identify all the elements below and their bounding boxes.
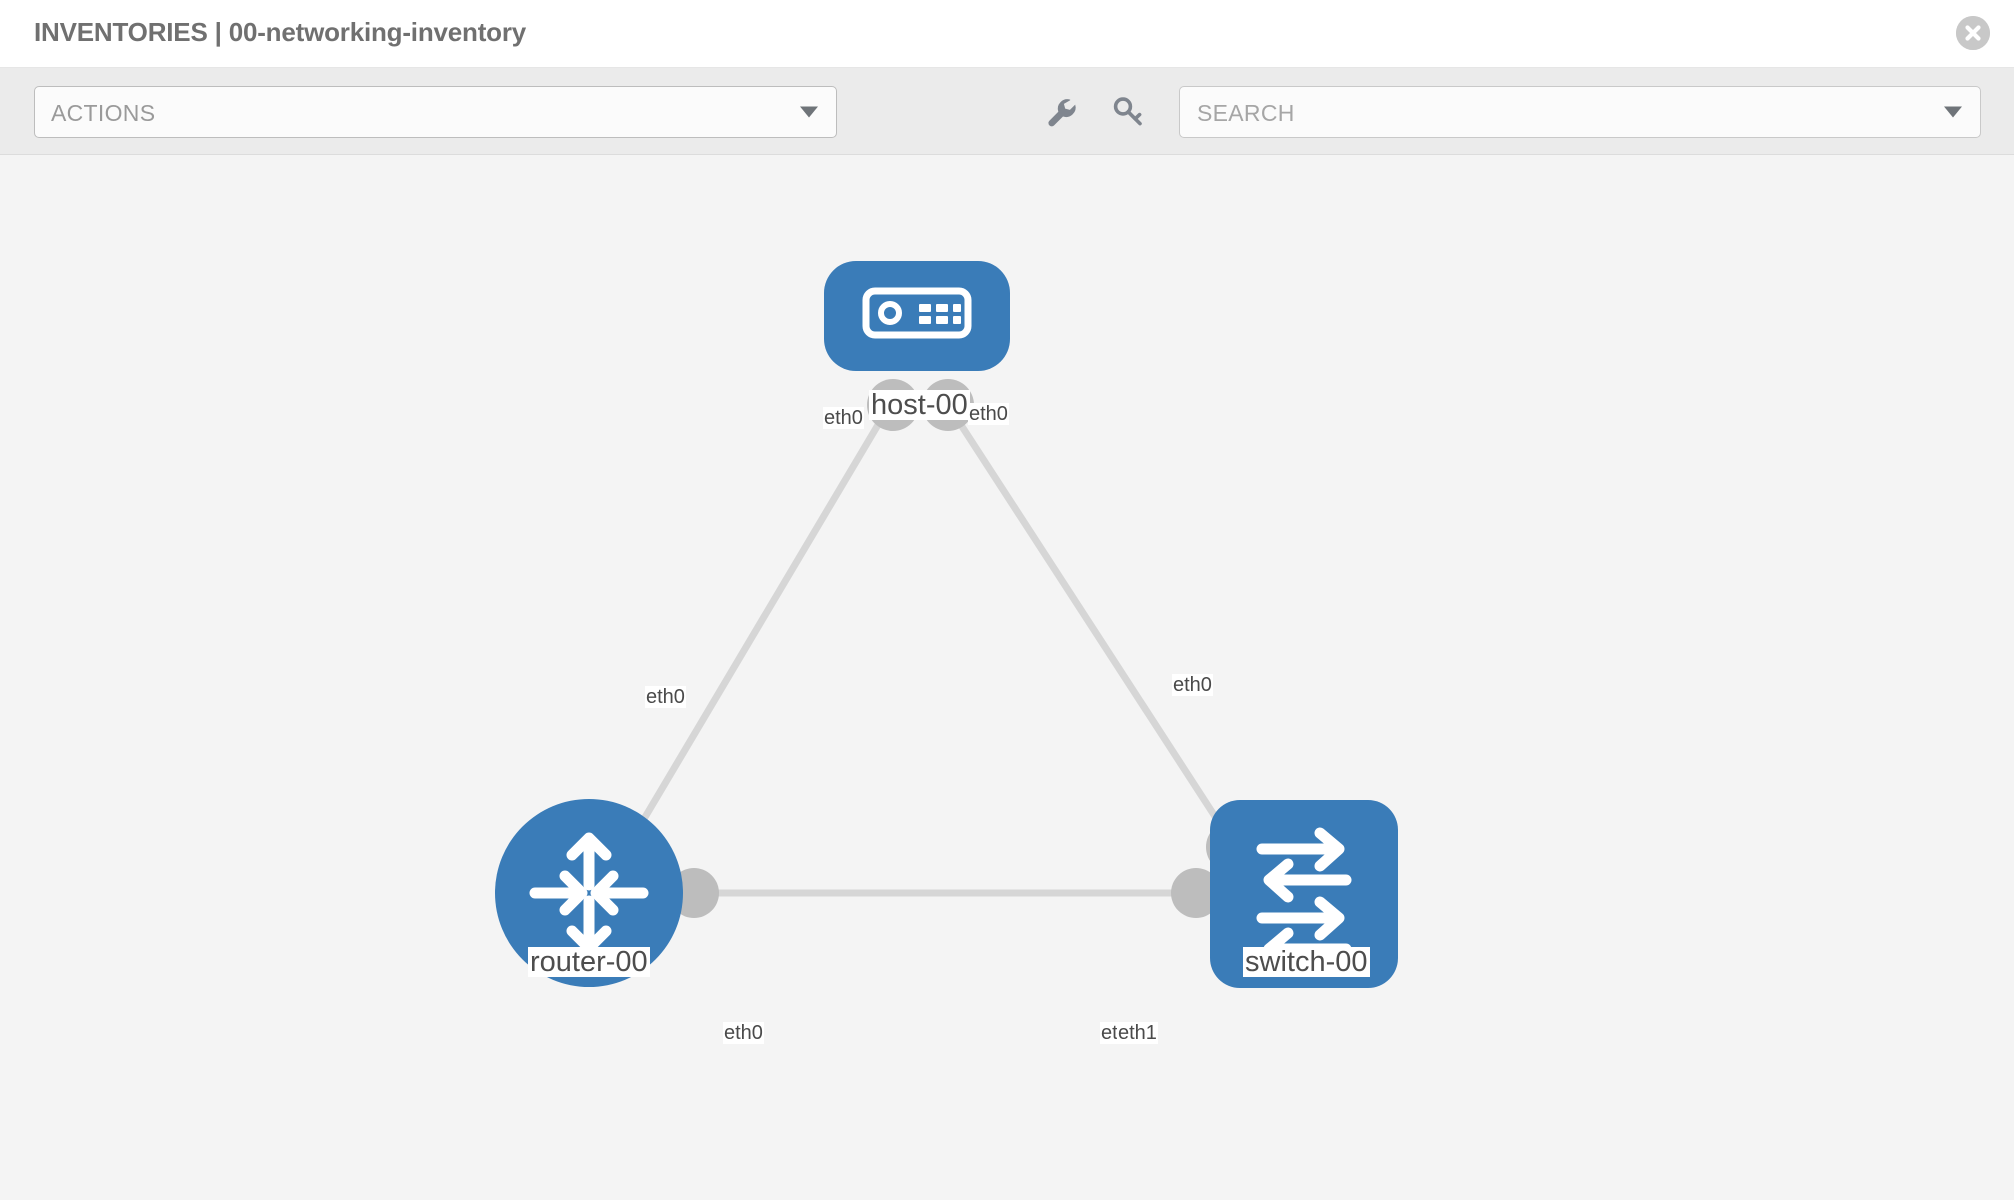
actions-dropdown[interactable]: ACTIONS	[34, 86, 837, 138]
interface-label-router-right: eth0	[723, 1022, 764, 1044]
close-button[interactable]	[1956, 16, 1990, 50]
interface-label-switch-left: eth1	[1117, 1022, 1158, 1044]
node-label-switch-00: switch-00	[1243, 946, 1370, 978]
search-placeholder: SEARCH	[1197, 100, 1295, 126]
topology-canvas[interactable]: host-00 router-00 switch-00 eth0 eth0 et…	[0, 155, 2014, 1200]
node-host-00[interactable]	[824, 261, 1010, 371]
node-label-router-00: router-00	[528, 946, 650, 978]
page-header: INVENTORIES | 00-networking-inventory	[0, 0, 2014, 68]
interface-label-switch-uplink: eth0	[1172, 674, 1213, 696]
topology-graph	[495, 261, 1398, 988]
node-label-host-00: host-00	[869, 389, 970, 421]
interface-label-host-left: eth0	[823, 407, 864, 429]
wrench-button[interactable]	[1040, 90, 1084, 134]
key-icon	[1113, 97, 1142, 126]
endpoint-switch-left[interactable]	[1171, 868, 1221, 918]
link-host-switch[interactable]	[947, 406, 1243, 857]
actions-dropdown-label: ACTIONS	[51, 100, 156, 126]
key-button[interactable]	[1106, 90, 1150, 134]
page-title: INVENTORIES | 00-networking-inventory	[34, 17, 527, 47]
wrench-icon	[1048, 99, 1076, 127]
toolbar: ACTIONS SEARCH	[0, 68, 2014, 155]
chevron-down-icon	[800, 106, 818, 118]
link-host-router[interactable]	[615, 406, 892, 863]
interface-label-host-right: eth0	[968, 403, 1009, 425]
close-icon	[1956, 16, 1990, 50]
server-appliance-icon	[862, 287, 972, 339]
chevron-down-icon[interactable]	[1944, 106, 1962, 118]
interface-label-router-uplink: eth0	[645, 686, 686, 708]
search-input[interactable]: SEARCH	[1179, 86, 1981, 138]
node-switch-00[interactable]	[1210, 800, 1398, 988]
